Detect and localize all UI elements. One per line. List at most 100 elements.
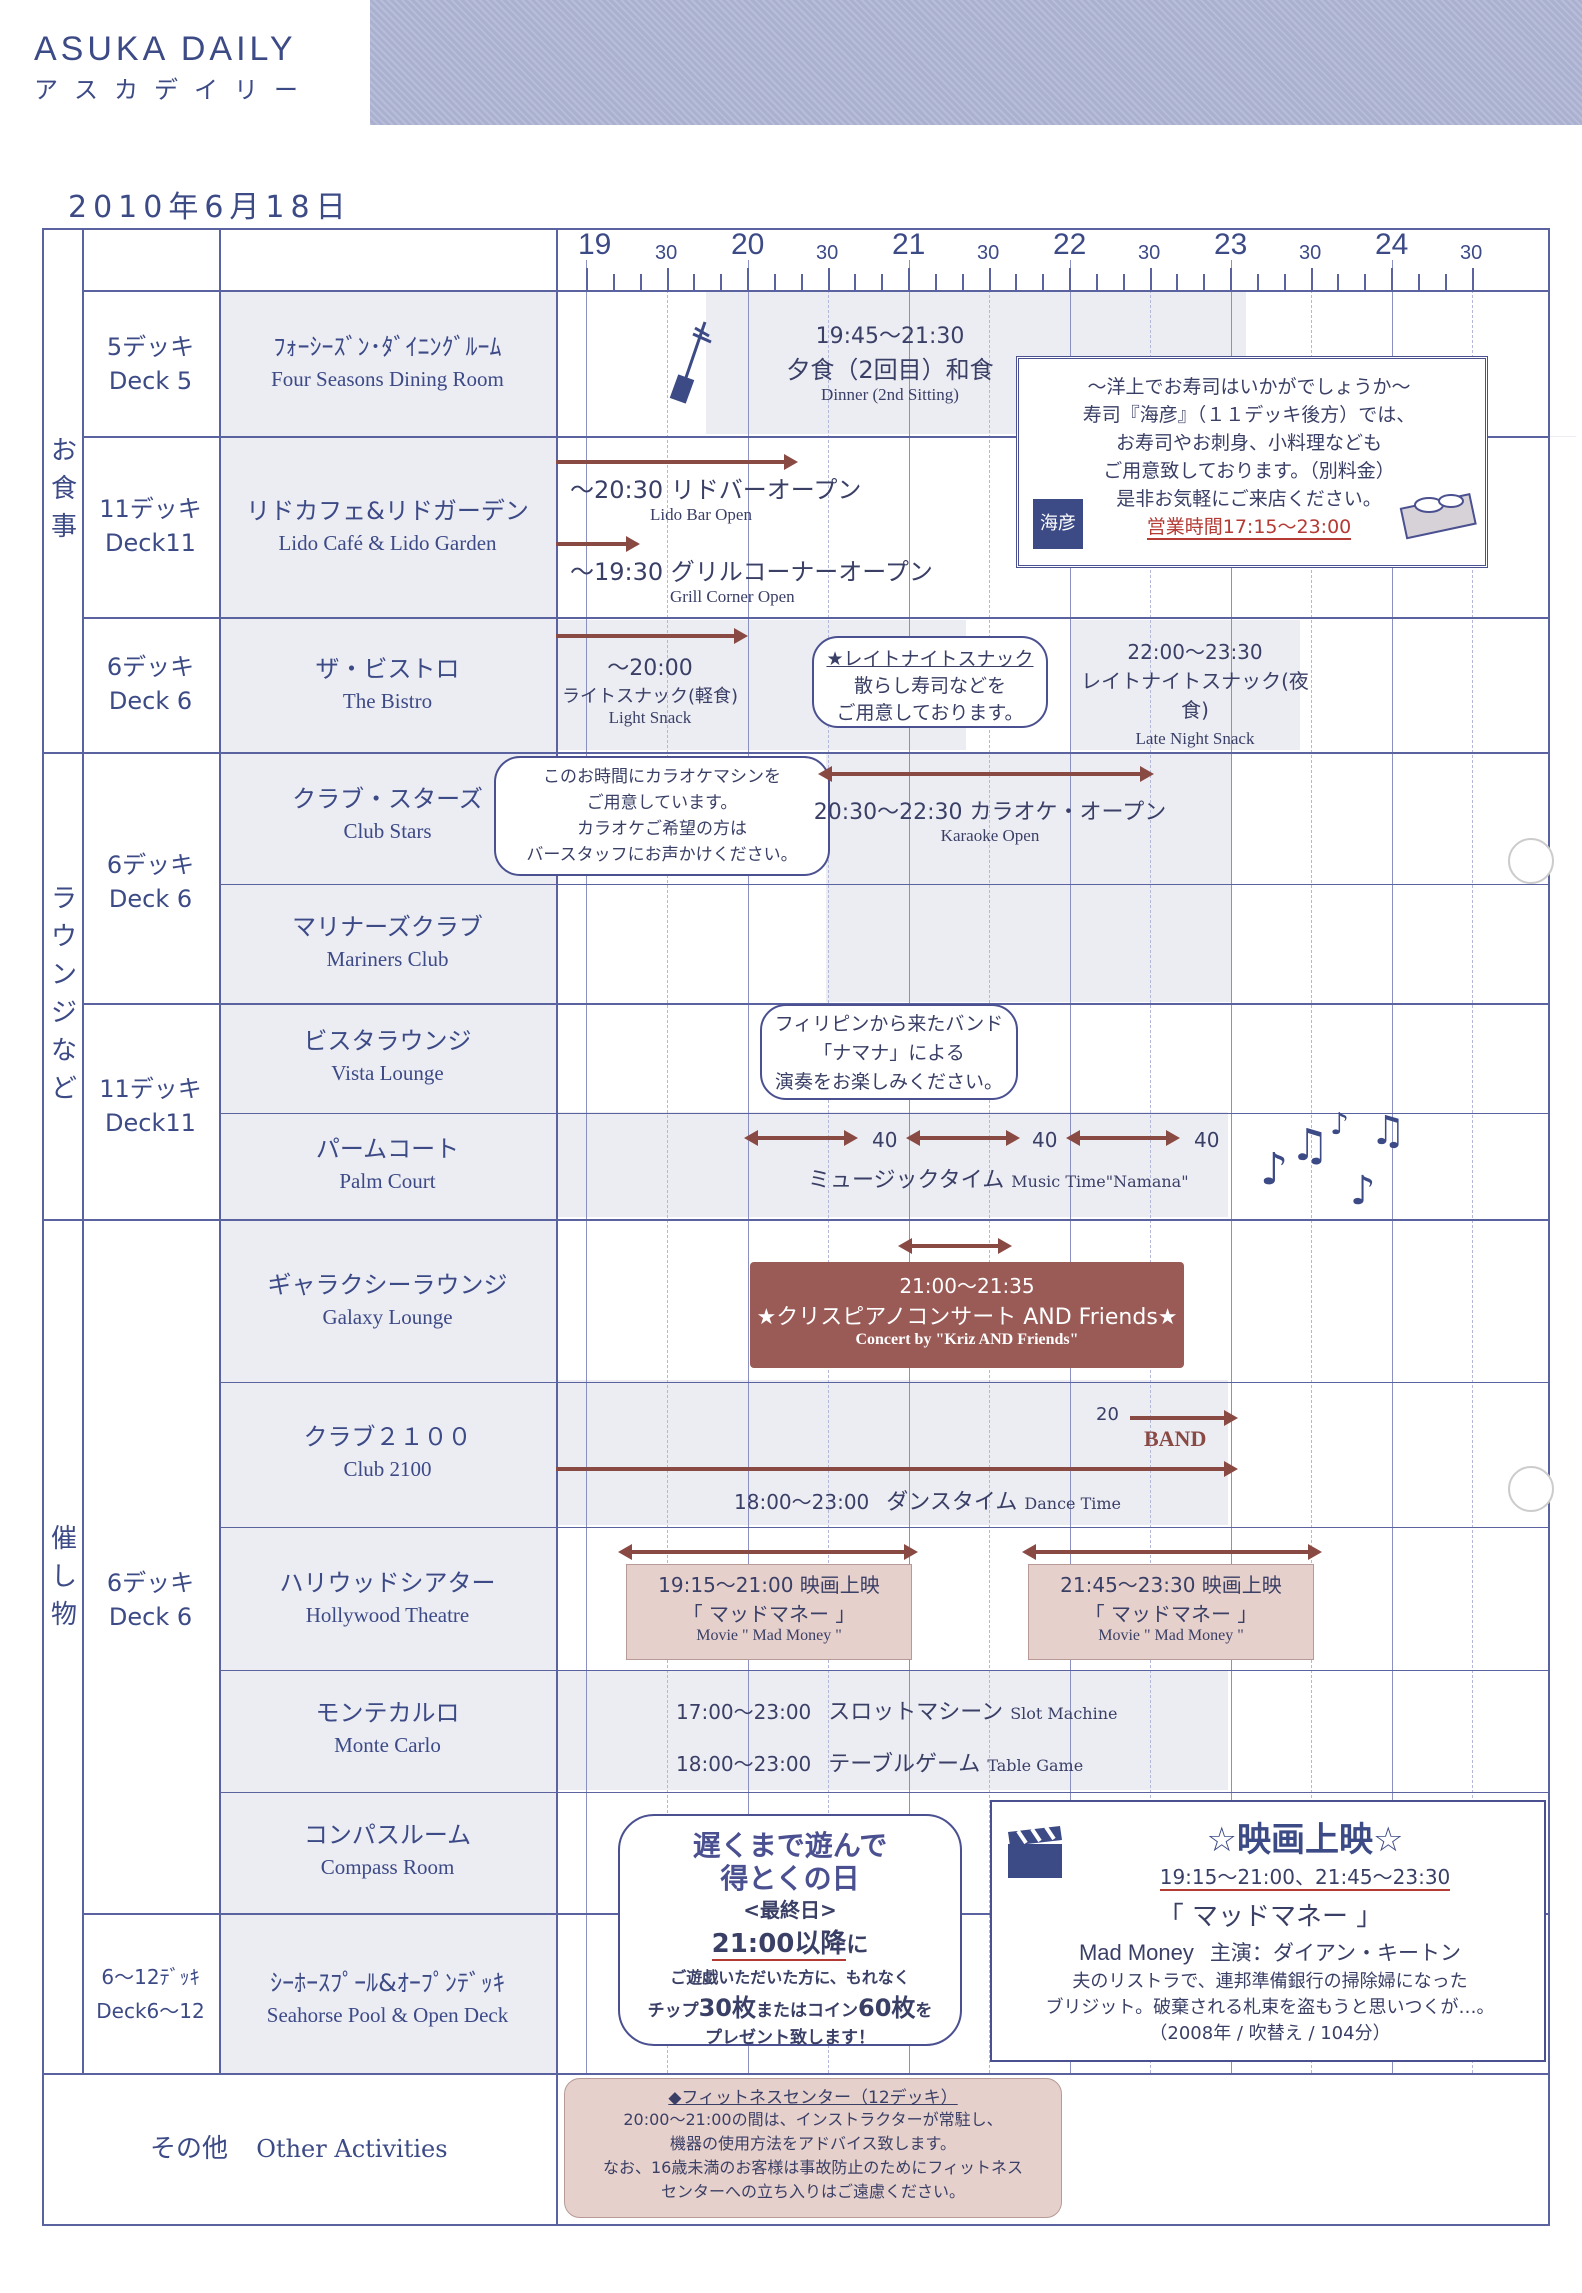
timeline-tick <box>1069 268 1071 290</box>
svg-text:♪: ♪ <box>1330 1107 1349 1142</box>
lido-bar-arrow <box>556 454 798 470</box>
timeline-tick <box>1015 274 1018 290</box>
timeline-tick <box>1176 274 1179 290</box>
timeline-tick <box>666 268 669 290</box>
sushi-promo-box: 〜洋上でお寿司はいかがでしょうか〜 寿司『海彦』（１１デッキ後方）では、 お寿司… <box>1016 356 1488 568</box>
fitness-notice: ◆フィットネスセンター（12デッキ） 20:00〜21:00の間は、インストラク… <box>564 2078 1062 2218</box>
music-notes-icon: ♪♫♪♫♪ <box>1250 1084 1410 1214</box>
timeline-tick <box>1095 274 1098 290</box>
header-banner-pattern <box>370 0 1582 125</box>
binder-hole <box>1508 1466 1554 1512</box>
movie1-arrow <box>618 1544 918 1560</box>
venue-column-shade <box>219 290 556 2075</box>
late-night-bubble: ★レイトナイトスナック 散らし寿司などを ご用意しております。 <box>812 636 1048 728</box>
hour-19: 19 <box>578 228 612 261</box>
timeline-tick <box>961 274 964 290</box>
timeline-tick <box>773 274 776 290</box>
timeline-tick <box>1471 268 1474 290</box>
timeline-tick <box>1042 274 1045 290</box>
timeline-tick <box>908 268 910 290</box>
binder-hole <box>1508 838 1554 884</box>
timeline-tick <box>693 274 696 290</box>
timeline-tick <box>934 274 937 290</box>
timeline-tick <box>1283 274 1286 290</box>
lido-bar-event: 〜20:30 リドバーオープン Lido Bar Open <box>570 476 862 524</box>
svg-text:♫: ♫ <box>1370 1108 1406 1154</box>
timeline-tick <box>586 268 588 290</box>
timeline-tick <box>1337 274 1340 290</box>
fork-icon <box>665 318 721 408</box>
music-duration: 40 <box>1032 1128 1058 1152</box>
other-activities-label: その他 Other Activities <box>150 2134 448 2164</box>
logo-katakana: アスカデイリー <box>34 76 314 104</box>
late-night-event: 22:00〜23:30 レイトナイトスナック(夜食) Late Night Sn… <box>1081 640 1309 748</box>
timeline-tick <box>1256 274 1259 290</box>
logo-text: ASUKA DAILY <box>34 30 297 68</box>
timeline-tick <box>720 274 723 290</box>
concert-arrow <box>898 1238 1012 1254</box>
svg-text:♪: ♪ <box>1260 1144 1288 1195</box>
band-arrow <box>1130 1410 1238 1426</box>
hour-22: 22 <box>1053 228 1087 261</box>
band-start: 20 <box>1096 1404 1119 1425</box>
band-label: BAND <box>1144 1426 1207 1451</box>
music-time-event: ミュージックタイム Music Time"Namana" <box>808 1168 1189 1193</box>
movie-promo-box: ☆映画上映☆ 19:15〜21:00、21:45〜23:30 「 マッドマネー … <box>990 1800 1546 2062</box>
svg-text:♪: ♪ <box>1350 1168 1376 1214</box>
dance-time-event: 18:00〜23:00 ダンスタイム Dance Time <box>734 1490 1122 1515</box>
bistro-shade-2 <box>1070 620 1300 750</box>
timeline-tick <box>1444 274 1447 290</box>
karaoke-event: 20:30〜22:30 カラオケ・オープン Karaoke Open <box>813 800 1167 845</box>
hour-20: 20 <box>731 228 765 261</box>
timeline-tick <box>827 268 830 290</box>
movie2-event: 21:45〜23:30 映画上映 「 マッドマネー 」 Movie " Mad … <box>1028 1564 1314 1660</box>
dinner-event: 19:45〜21:30 夕食（2回目）和食 Dinner (2nd Sittin… <box>786 324 994 404</box>
dance-arrow <box>556 1461 1238 1477</box>
timeline-tick <box>1364 274 1367 290</box>
music-duration: 40 <box>1194 1128 1220 1152</box>
light-snack-arrow <box>556 628 748 644</box>
half-label: 30 <box>1138 242 1161 264</box>
timeline-tick <box>747 268 749 290</box>
sushi-icon <box>1399 475 1479 545</box>
schedule-date: 2010年6月18日 <box>68 190 352 225</box>
timeline-tick <box>1391 268 1393 290</box>
slot-machine-event: 17:00〜23:00 スロットマシーン Slot Machine <box>676 1700 1118 1725</box>
concert-event: 21:00〜21:35 ★クリスピアノコンサート AND Friends★ Co… <box>750 1262 1184 1368</box>
movie2-arrow <box>1022 1544 1322 1560</box>
clapperboard-icon <box>1006 1824 1066 1880</box>
schedule-table <box>42 228 1550 2226</box>
music-shade <box>556 1112 1228 1217</box>
category-dining: お食事 <box>50 436 77 542</box>
timeline-tick <box>854 274 857 290</box>
half-label: 30 <box>1460 242 1483 264</box>
timeline-tick <box>988 268 991 290</box>
timeline-tick <box>639 274 642 290</box>
timeline-tick <box>1122 274 1125 290</box>
timeline-tick <box>1203 274 1206 290</box>
timeline-tick <box>881 274 884 290</box>
table-game-event: 18:00〜23:00 テーブルゲーム Table Game <box>676 1752 1084 1777</box>
light-snack-event: 〜20:00 ライトスナック(軽食) Light Snack <box>561 656 739 727</box>
music-arrow-1 <box>744 1130 858 1146</box>
karaoke-arrow <box>818 766 1154 782</box>
timeline-tick <box>1310 268 1313 290</box>
category-events: 催し物 <box>50 1524 77 1630</box>
band-bubble: フィリピンから来たバンド 「ナマナ」による 演奏をお楽しみください。 <box>760 1004 1018 1100</box>
